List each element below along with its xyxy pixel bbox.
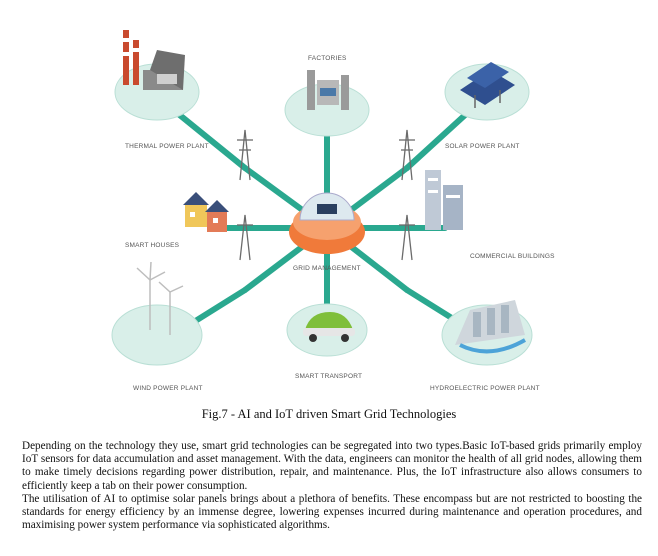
grid-management-hub-icon <box>289 192 365 254</box>
label-smart-transport: SMART TRANSPORT <box>295 373 362 380</box>
paragraph: The utilisation of AI to optimise solar … <box>22 492 642 532</box>
label-hydroelectric-power-plant: HYDROELECTRIC POWER PLANT <box>430 385 540 392</box>
hydroelectric-dam-icon <box>455 300 526 354</box>
pylon-icons <box>237 129 415 261</box>
label-smart-houses: SMART HOUSES <box>125 242 180 249</box>
factory-icon <box>307 70 349 110</box>
figure-caption: Fig.7 - AI and IoT driven Smart Grid Tec… <box>201 407 457 421</box>
smart-house-icon <box>183 192 229 232</box>
label-grid-management: GRID MANAGEMENT <box>293 265 361 272</box>
electric-car-icon <box>303 312 355 342</box>
label-solar-power-plant: SOLAR POWER PLANT <box>445 143 520 150</box>
body-text: Depending on the technology they use, sm… <box>22 440 642 532</box>
wind-turbine-icon <box>136 261 184 335</box>
paragraph: Depending on the technology they use, sm… <box>22 440 642 492</box>
thermal-plant-icon <box>123 30 185 90</box>
smart-grid-illustration: THERMAL POWER PLANT FACTORIES SOLAR POWE… <box>95 0 565 400</box>
label-thermal-power-plant: THERMAL POWER PLANT <box>125 143 209 150</box>
solar-panel-icon <box>460 62 515 108</box>
label-commercial-buildings: COMMERCIAL BUILDINGS <box>470 253 555 260</box>
commercial-building-icon <box>425 170 463 230</box>
label-factories: FACTORIES <box>308 55 347 62</box>
label-wind-power-plant: WIND POWER PLANT <box>133 385 203 392</box>
smart-grid-diagram: THERMAL POWER PLANT FACTORIES SOLAR POWE… <box>111 30 555 392</box>
